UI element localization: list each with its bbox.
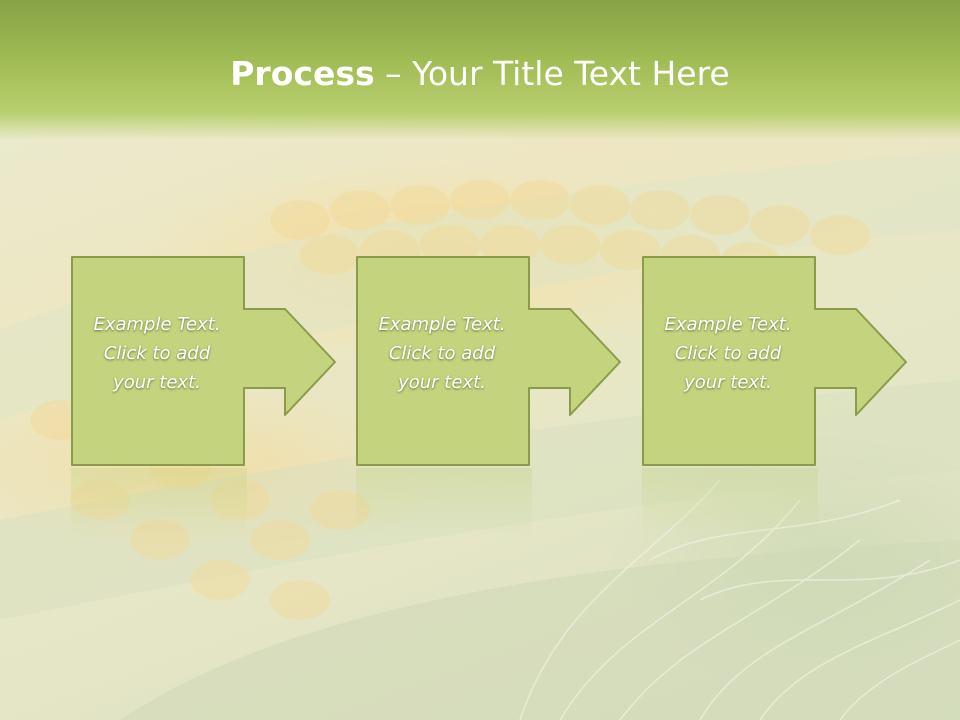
step-line: Example Text.	[664, 314, 792, 335]
step-line: Example Text.	[93, 314, 221, 335]
step-line: your text.	[684, 372, 772, 393]
step-shape	[356, 256, 621, 466]
title-rest: – Your Title Text Here	[374, 54, 730, 93]
step-line: your text.	[398, 372, 486, 393]
step-shape	[71, 256, 336, 466]
step-reflection	[356, 468, 532, 538]
slide-title: Process – Your Title Text Here	[0, 52, 960, 96]
step-line: Click to add	[103, 343, 211, 364]
title-bold: Process	[230, 54, 375, 93]
title-bar	[0, 0, 960, 140]
step-shape	[642, 256, 907, 466]
step-text: Example Text. Click to add your text.	[642, 310, 814, 397]
step-line: your text.	[113, 372, 201, 393]
step-text: Example Text. Click to add your text.	[356, 310, 528, 397]
step-text: Example Text. Click to add your text.	[71, 310, 243, 397]
step-line: Example Text.	[378, 314, 506, 335]
step-line: Click to add	[388, 343, 496, 364]
step-line: Click to add	[674, 343, 782, 364]
process-step-2[interactable]: Example Text. Click to add your text.	[356, 256, 628, 468]
step-reflection	[71, 468, 247, 538]
step-reflection	[642, 468, 818, 538]
process-step-3[interactable]: Example Text. Click to add your text.	[642, 256, 914, 468]
process-step-1[interactable]: Example Text. Click to add your text.	[71, 256, 343, 468]
